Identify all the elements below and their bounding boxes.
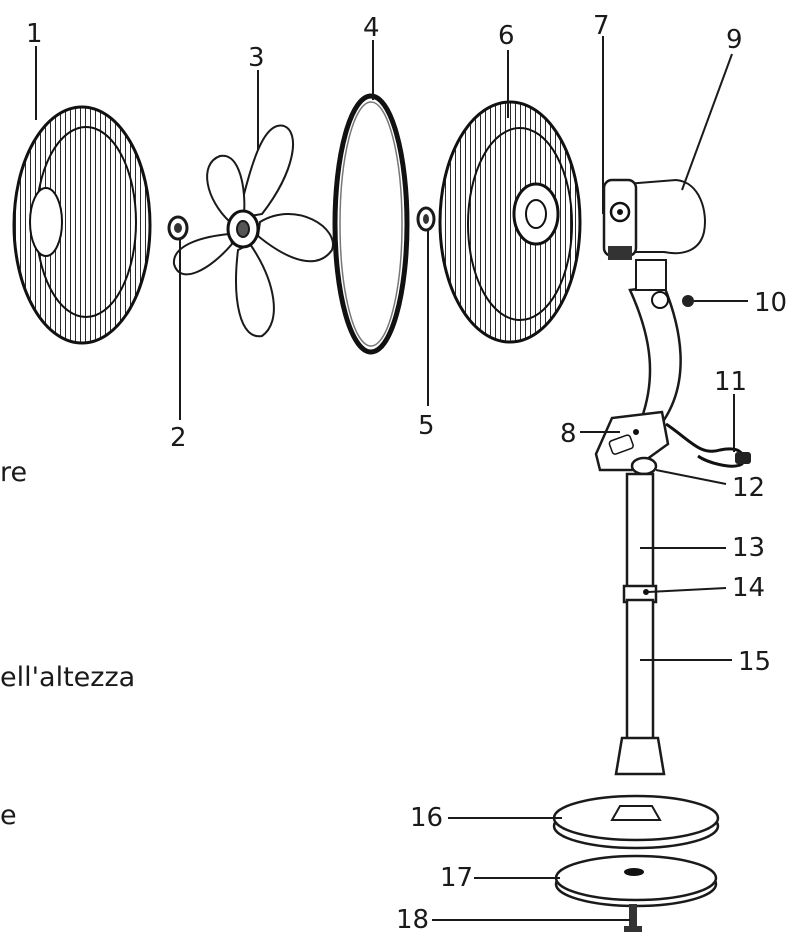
side-text-1: re xyxy=(0,457,28,488)
control-panel xyxy=(594,410,670,472)
callout-2: 2 xyxy=(170,423,187,453)
callout-17: 17 xyxy=(440,863,473,893)
callout-numbers: 1 2 3 4 5 6 7 9 10 11 8 12 13 14 15 16 1… xyxy=(26,11,787,935)
callout-10: 10 xyxy=(754,288,787,318)
side-text-2: ell'altezza xyxy=(0,662,136,693)
base-top xyxy=(552,794,720,850)
callout-5: 5 xyxy=(418,411,435,441)
front-grill xyxy=(12,105,152,345)
motor-housing xyxy=(602,178,706,260)
leader-lines xyxy=(35,36,748,921)
blade-nut xyxy=(416,206,436,232)
telescopic-pole xyxy=(614,472,666,776)
callout-1: 1 xyxy=(26,19,43,49)
power-cord xyxy=(665,422,751,468)
callout-4: 4 xyxy=(363,13,380,43)
callout-18: 18 xyxy=(396,905,429,935)
callout-6: 6 xyxy=(498,21,515,51)
side-text-3: e xyxy=(0,800,17,831)
callout-13: 13 xyxy=(732,533,765,563)
pole-connector xyxy=(630,456,658,476)
callout-15: 15 xyxy=(738,647,771,677)
spinner-cap xyxy=(167,215,189,241)
callout-3: 3 xyxy=(248,43,265,73)
callout-7: 7 xyxy=(593,11,610,41)
callout-8: 8 xyxy=(560,419,577,449)
base-bottom xyxy=(554,854,718,908)
callout-11: 11 xyxy=(714,367,747,397)
base-screw xyxy=(624,904,642,932)
fan-blade xyxy=(172,124,334,338)
callout-14: 14 xyxy=(732,573,765,603)
guard-ring xyxy=(332,93,410,355)
callout-16: 16 xyxy=(410,803,443,833)
rear-grill xyxy=(438,100,582,344)
callout-12: 12 xyxy=(732,473,765,503)
tilt-knob xyxy=(682,295,694,307)
callout-9: 9 xyxy=(726,25,743,55)
support-arm xyxy=(628,259,682,435)
